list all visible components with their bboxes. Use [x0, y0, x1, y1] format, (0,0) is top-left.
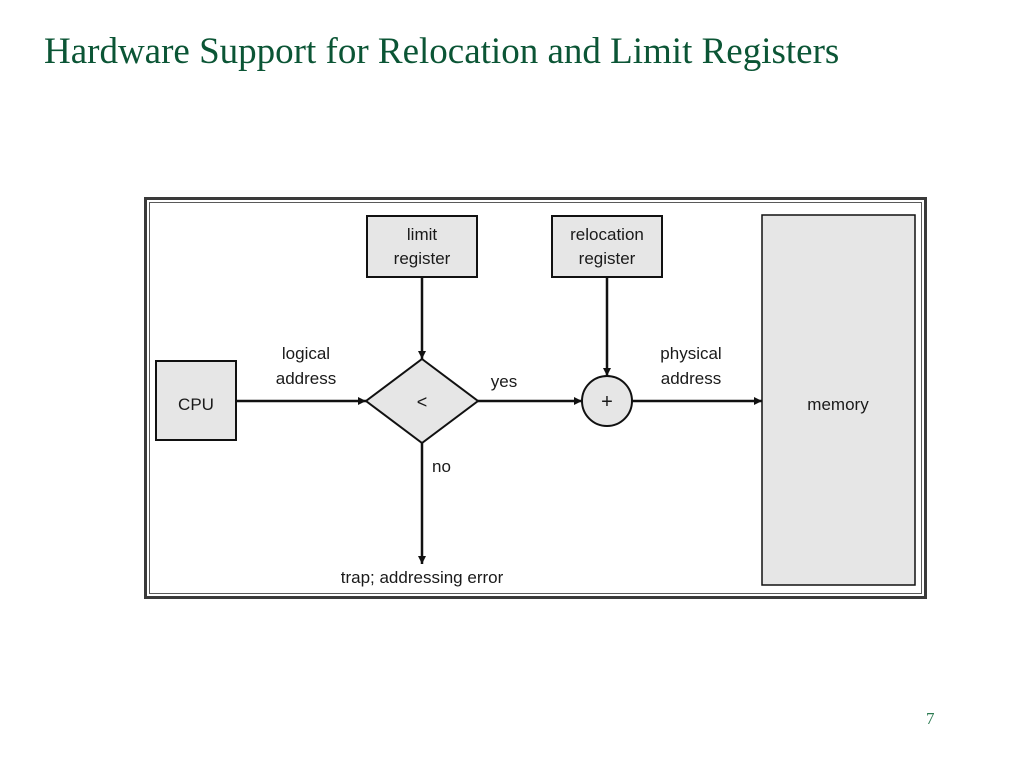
- page-number: 7: [926, 709, 935, 728]
- limit-register-label-line1: limit: [407, 225, 437, 244]
- diagram-frame-inner: [149, 202, 922, 594]
- yes-label: yes: [491, 372, 517, 391]
- logical-address-label-line2: address: [276, 369, 336, 388]
- trap-label: trap; addressing error: [341, 568, 504, 587]
- cpu-box: [155, 360, 237, 441]
- physical-address-label-line1: physical: [660, 344, 721, 363]
- slide-title: Hardware Support for Relocation and Limi…: [44, 31, 840, 72]
- limit-register-label-line2: register: [394, 249, 451, 268]
- logical-address-label-line1: logical: [282, 344, 330, 363]
- adder-label: +: [601, 391, 613, 413]
- no-label: no: [432, 457, 451, 476]
- physical-address-label-line2: address: [661, 369, 721, 388]
- limit-register-box: [366, 215, 478, 278]
- relocation-register-label-line2: register: [579, 249, 636, 268]
- memory-label: memory: [807, 395, 869, 414]
- comparator-label: <: [417, 392, 428, 412]
- cpu-label: CPU: [178, 395, 214, 414]
- relocation-register-label-line1: relocation: [570, 225, 644, 244]
